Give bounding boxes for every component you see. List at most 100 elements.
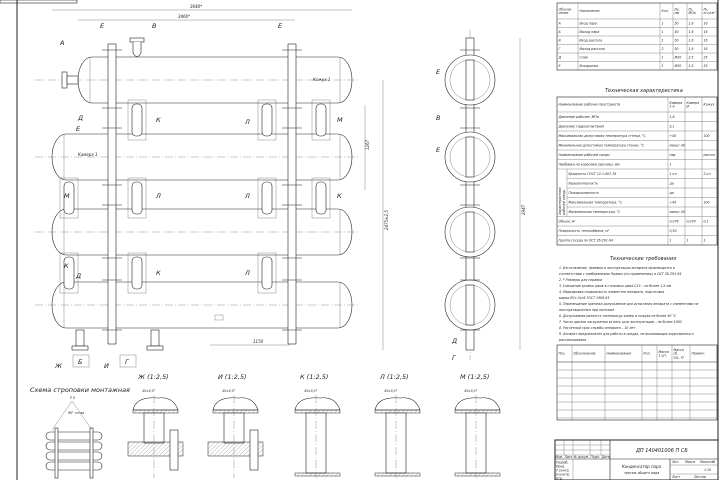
table-cell: Вход рассола — [580, 38, 603, 42]
table-cell: +40 — [670, 200, 677, 204]
sling-title: Схема строповки монтажная — [30, 386, 130, 394]
table-cell: 50 — [675, 30, 679, 34]
sling-vessel — [45, 461, 103, 471]
spec-header: Обозначение — [574, 352, 596, 356]
label-detail-zh: Ж — [54, 362, 63, 370]
stiffener — [261, 103, 273, 137]
sling-rope — [71, 400, 93, 431]
requirement-line: 1. Изготовление, приемка и эксплуатация … — [559, 266, 675, 270]
stiffener — [315, 181, 327, 215]
table-cell: Поверхность теплообмена, м² — [559, 229, 610, 233]
side-pipe — [465, 37, 475, 351]
table-cell: пар — [670, 153, 676, 157]
table-header: Кожух — [704, 103, 715, 107]
pipe-through — [465, 284, 475, 326]
nozzle-v-pipe — [132, 42, 142, 57]
table-cell: 25 — [704, 64, 708, 68]
shell-wall — [132, 409, 179, 414]
label-detail-l3: Л — [244, 192, 250, 200]
table-cell: 16 — [704, 47, 708, 51]
table-cell: Прибавка на коррозию (эрозию), мм — [559, 162, 621, 166]
label-detail-m2: М — [64, 192, 70, 200]
label-nozzle-e3: Е — [76, 125, 81, 133]
bottom-nozzle-flange — [146, 345, 164, 351]
table-cell: 50 — [675, 21, 679, 25]
spec-header: Кол. — [644, 352, 651, 356]
vessel-label-chamber: Камера 1 — [78, 152, 98, 157]
table-header: Pу, МПа — [689, 7, 696, 15]
table-cell: 1 — [687, 238, 689, 242]
table-cell: 2 — [662, 47, 664, 51]
technical-requirements: Технические требования 1. Изготовление, … — [558, 256, 698, 342]
table-cell: 2 кл — [704, 172, 711, 176]
detail-frame — [127, 252, 147, 294]
table-cell: Давление рабочее, МПа — [558, 115, 599, 119]
shell-wall-bottom — [454, 472, 501, 477]
vessel-label-shell: Кожух 1 — [313, 77, 330, 82]
dim-side-height: 2947 — [521, 204, 526, 215]
table-cell: 1 — [662, 38, 664, 42]
stiffener — [63, 181, 75, 215]
tech-group-label: Характеристика рабочей среды — [558, 186, 566, 216]
label-detail-l2: Л — [155, 192, 161, 200]
section-title: Ж (1:2,5) — [137, 373, 169, 381]
tb-col-label: Подп. — [591, 455, 601, 459]
sling-load: P 0 — [70, 396, 75, 400]
requirements-title: Технические требования — [610, 256, 676, 262]
flange-plate — [127, 441, 184, 457]
detail-sections: Ж (1:2,5)45±0,5°И (1:2,5)45±0,5°К (1:2,5… — [127, 373, 501, 478]
table-cell: 1 кл — [670, 172, 677, 176]
table-cell: Максимальная допустимая температура стен… — [559, 134, 647, 138]
table-cell: 25 — [704, 55, 708, 59]
table-cell: Е — [559, 64, 561, 68]
table-cell: 0,076 — [687, 219, 696, 223]
detail-frame — [257, 99, 277, 141]
table-cell: минус 40 — [670, 210, 685, 214]
tb-role: Т.контр. — [556, 469, 570, 473]
table-cell: Д — [558, 55, 562, 59]
table-cell: Выход рассола — [580, 47, 605, 51]
label-nozzle-g: Г — [125, 358, 130, 366]
section-dim: 45±0,5° — [464, 389, 478, 393]
nozzle-a-flange — [61, 71, 68, 89]
label-nozzle-e2: Е — [278, 22, 283, 30]
flange-cap — [132, 397, 179, 411]
table-border — [556, 96, 718, 246]
spec-header: Масса 1 шт. — [659, 350, 670, 358]
detail-frame — [59, 177, 79, 219]
stiffener — [131, 103, 143, 137]
section-title: К (1:2,5) — [300, 373, 328, 381]
stiffener — [261, 181, 273, 215]
table-cell: Наименование рабочей среды — [559, 153, 611, 157]
label-nozzle-d2: Д — [75, 272, 81, 280]
table-cell: 16 — [704, 21, 708, 25]
tb-col-label: Дата — [601, 455, 610, 459]
pipe-through — [465, 136, 475, 178]
table-cell: Пожароопасность — [569, 191, 600, 195]
table-cell: 50 — [675, 38, 679, 42]
stiffener — [315, 103, 327, 137]
flange-cap — [294, 397, 341, 411]
table-header: Кол. — [662, 9, 669, 13]
section-1: И (1:2,5)45±0,5° — [207, 373, 264, 478]
label-nozzle-d: Д — [77, 114, 83, 122]
table-cell: 2,1 — [670, 124, 675, 128]
side-label-b: В — [436, 114, 441, 122]
section-3: Л (1:2,5)45±0,5° — [374, 373, 421, 478]
requirement-line: марки ВСт.3сп5 ГОСТ 1909-83 — [559, 296, 609, 300]
table-cell: Минимальная температура, °С — [569, 210, 622, 214]
requirement-line: 6. Допускаемая разность температур камер… — [559, 314, 677, 318]
shell-wall — [212, 409, 259, 414]
table-cell: М20 — [675, 55, 682, 59]
drawing-subtitle: чертеж общего вида — [624, 471, 659, 475]
label-detail-k2: К — [337, 192, 342, 200]
dim-bottom: 1150 — [253, 339, 264, 344]
table-cell: минус 40 — [670, 143, 685, 147]
requirement-line: 5. Перемещение крепежа допускаемое для и… — [559, 302, 698, 306]
table-cell: Объем, м³ — [559, 219, 577, 223]
table-cell: В — [559, 38, 561, 42]
section-0: Ж (1:2,5)45±0,5° — [127, 373, 184, 478]
tb-col-label: Изм. — [556, 455, 564, 459]
main-view-labels: А Е В Е Д Е К Л М М Л Л К К Д К Л Ж Б И … — [54, 4, 526, 370]
